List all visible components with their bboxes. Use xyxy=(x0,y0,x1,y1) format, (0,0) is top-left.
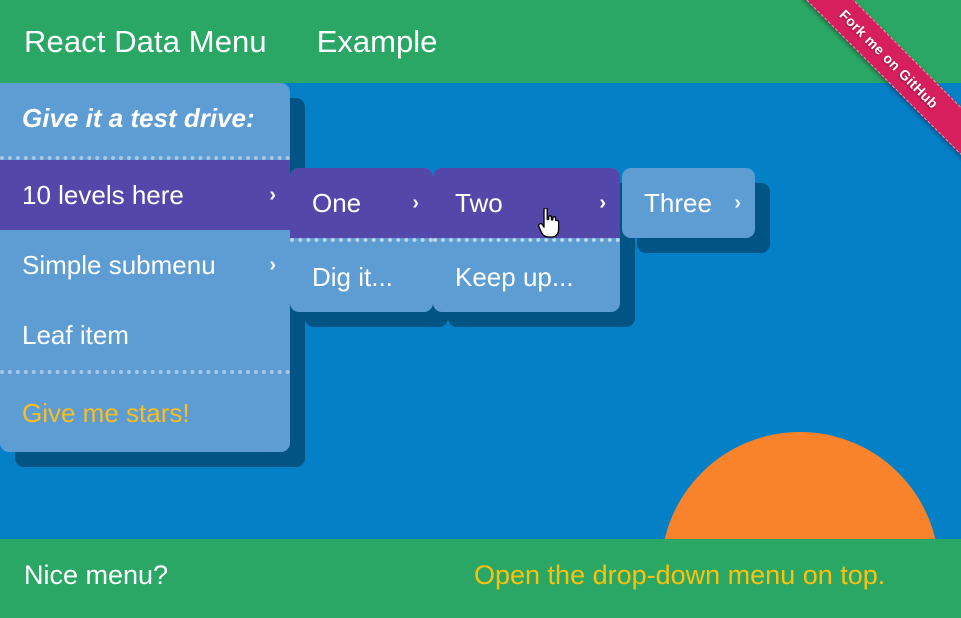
menu-item-leaf-item[interactable]: Leaf item xyxy=(0,300,290,370)
menu-item-label: Simple submenu xyxy=(22,249,216,280)
brand-title: React Data Menu xyxy=(24,23,267,59)
header-nav: React Data Menu Example xyxy=(24,0,437,83)
menu-item-label: Give me stars! xyxy=(22,397,190,428)
menu-item-two[interactable]: Two › xyxy=(433,168,620,238)
menu-item-label: Three xyxy=(644,187,712,218)
footer-question: Nice menu? xyxy=(24,560,169,590)
dropdown-panel-level-two: Two › Keep up... xyxy=(433,168,620,312)
menu-item-label: Dig it... xyxy=(312,261,393,292)
menu-separator xyxy=(0,370,290,374)
menu-separator xyxy=(0,156,290,160)
chevron-right-icon: › xyxy=(412,192,419,214)
site-header: React Data Menu Example xyxy=(0,0,961,83)
menu-item-label: Leaf item xyxy=(22,319,129,350)
menu-item-label: Keep up... xyxy=(455,261,574,292)
menu-item-three[interactable]: Three › xyxy=(622,168,755,238)
nav-link-example[interactable]: Example xyxy=(316,23,438,59)
dropdown-panel-root: Give it a test drive: 10 levels here › S… xyxy=(0,83,290,452)
menu-separator xyxy=(433,238,620,242)
menu-item-10-levels-here[interactable]: 10 levels here › xyxy=(0,160,290,230)
dropdown-title: Give it a test drive: xyxy=(22,103,255,133)
menu-item-simple-submenu[interactable]: Simple submenu › xyxy=(0,230,290,300)
site-footer: Nice menu? Open the drop-down menu on to… xyxy=(0,539,961,618)
menu-item-give-me-stars[interactable]: Give me stars! xyxy=(0,374,290,452)
dropdown-panel-level-three: Three › xyxy=(622,168,755,238)
menu-item-keep-up[interactable]: Keep up... xyxy=(433,242,620,312)
chevron-right-icon: › xyxy=(734,192,741,214)
dropdown-panel-level-one: One › Dig it... xyxy=(290,168,433,312)
menu-item-label: 10 levels here xyxy=(22,179,184,210)
menu-item-dig-it[interactable]: Dig it... xyxy=(290,242,433,312)
menu-separator xyxy=(290,238,433,242)
menu-item-one[interactable]: One › xyxy=(290,168,433,238)
menu-item-label: One xyxy=(312,187,362,218)
chevron-right-icon: › xyxy=(599,192,606,214)
menu-item-label: Two xyxy=(455,187,503,218)
chevron-right-icon: › xyxy=(269,254,276,276)
chevron-right-icon: › xyxy=(269,184,276,206)
footer-hint[interactable]: Open the drop-down menu on top. xyxy=(474,560,886,590)
